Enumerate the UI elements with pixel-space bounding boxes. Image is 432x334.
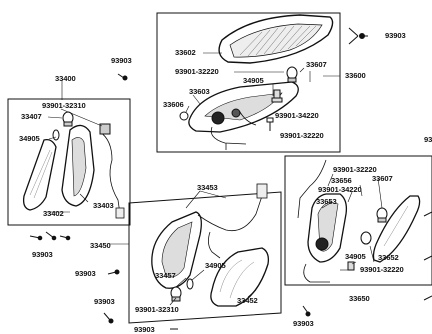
- label-93903-mid-left: 93903: [75, 269, 96, 278]
- label-33400: 33400: [55, 74, 76, 83]
- label-93901-32220-top-b: 93901-32220: [280, 131, 324, 140]
- label-33453: 33453: [197, 183, 218, 192]
- label-33403: 33403: [93, 201, 114, 210]
- label-34905-right: 34905: [345, 252, 366, 261]
- label-33602: 33602: [175, 48, 196, 57]
- screw-93901-32220-top: [266, 117, 274, 131]
- screw-93903-left-bottom-icon: [29, 231, 71, 241]
- tail-housing-33603: [188, 81, 299, 133]
- right-lens-33652: [372, 195, 421, 263]
- label-93903-bottom-left: 93903: [94, 297, 115, 306]
- label-34905-center: 34905: [205, 261, 226, 270]
- label-33407: 33407: [21, 112, 42, 121]
- label-33450: 33450: [90, 241, 111, 250]
- label-93901-34220-top: 93901-34220: [275, 111, 319, 120]
- label-33650: 33650: [349, 294, 370, 303]
- label-93901-32220-top-a: 93901-32220: [175, 67, 219, 76]
- label-93901-34220-right: 93901-34220: [318, 185, 362, 194]
- left-housing-33403: [61, 124, 95, 207]
- bulb-34905-center: [186, 278, 194, 290]
- center-housing-33453: [151, 211, 202, 289]
- label-93901-32310-center: 93901-32310: [135, 305, 179, 314]
- label-93903-top-right: 93903: [385, 31, 406, 40]
- label-34905-top: 34905: [243, 76, 264, 85]
- label-33606: 33606: [163, 100, 184, 109]
- label-33603: 33603: [189, 87, 210, 96]
- label-93901-32220-right-b: 93901-32220: [360, 265, 404, 274]
- label-93901-32310-left: 93901-32310: [42, 101, 86, 110]
- label-33452: 33452: [237, 296, 258, 305]
- group-box-right: [284, 155, 432, 286]
- bulb-33457-center: [170, 286, 182, 302]
- bulb-34905-left: [52, 129, 60, 141]
- left-lens-33402: [22, 139, 57, 211]
- tail-lens-33602: [218, 14, 334, 64]
- group-box-bottom-center: [128, 191, 282, 324]
- screw-93903-top-left-icon: [117, 73, 128, 81]
- bulb-33607-right: [376, 207, 388, 223]
- label-93901-32220-right-a: 93901-32220: [333, 165, 377, 174]
- label-93903-left-bottom: 93903: [32, 250, 53, 259]
- right-housing-33653: [307, 193, 348, 263]
- label-33652: 33652: [378, 253, 399, 262]
- label-33607-right: 33607: [372, 174, 393, 183]
- label-33653: 33653: [316, 197, 337, 206]
- screw-93903-icons: [29, 27, 432, 330]
- label-33600: 33600: [345, 71, 366, 80]
- screw-93903-mid-left-icon: [107, 269, 120, 275]
- screw-93903-top-right-icon: [348, 27, 368, 45]
- label-93903-bottom-right: 93903: [293, 319, 314, 328]
- label-93-edge: 93: [424, 135, 432, 144]
- gasket-33606-top: [179, 111, 189, 121]
- screw-edge-right-icon: [423, 211, 432, 301]
- screw-93903-bottom-right-icon: [302, 305, 311, 317]
- label-33607-top: 33607: [306, 60, 327, 69]
- screw-93903-bottom-left-icon: [103, 312, 114, 324]
- bulb-33607-top: [286, 66, 298, 83]
- socket-93901-34220-top: [271, 89, 283, 103]
- group-box-left: [7, 98, 131, 226]
- label-33656: 33656: [331, 176, 352, 185]
- socket-93901-32310-left: [99, 123, 111, 135]
- label-34905-left: 34905: [19, 134, 40, 143]
- label-33457: 33457: [155, 271, 176, 280]
- bulb-34905-right: [360, 231, 372, 245]
- label-33402: 33402: [43, 209, 64, 218]
- label-93903-bottom-cut: 93903: [134, 325, 155, 334]
- bulb-33407-left: [62, 111, 74, 127]
- group-box-top-right: [156, 12, 341, 153]
- label-93903-top-left: 93903: [111, 56, 132, 65]
